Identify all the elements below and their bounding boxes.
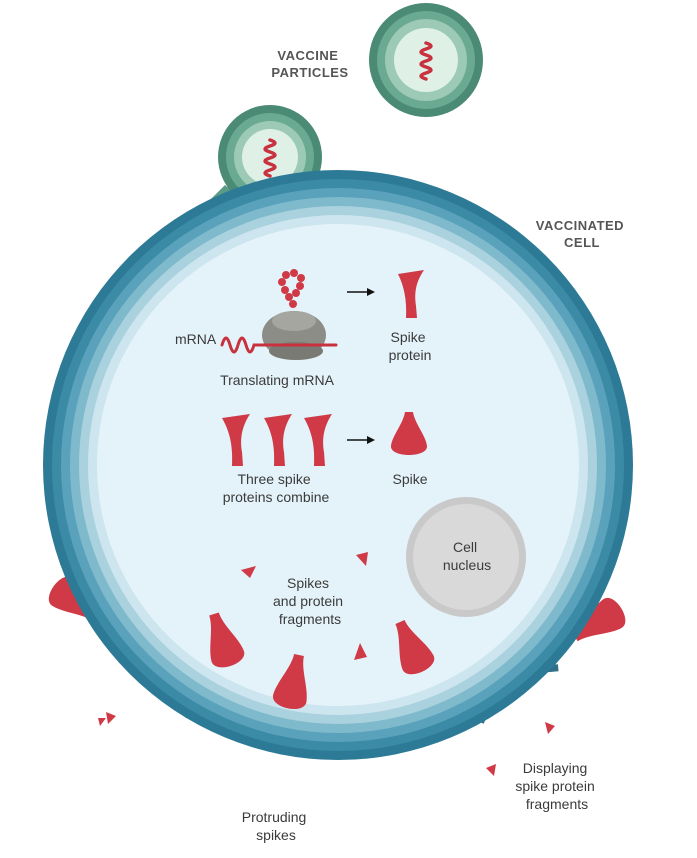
displaying-fragments-label: Displaying spike protein fragments (515, 760, 598, 812)
ribosome (262, 311, 326, 360)
arrow (347, 288, 375, 296)
vaccine-particle (369, 3, 483, 117)
mrna-label: mRNA (175, 331, 217, 347)
fragment (486, 764, 496, 776)
cytoplasm-spikes (197, 552, 438, 712)
spikes-fragments-label: Spikes and protein fragments (273, 575, 347, 627)
fragment (241, 566, 256, 578)
cell-interior (97, 224, 579, 706)
three-spike-label: Three spike proteins combine (223, 471, 330, 505)
fragment (354, 643, 367, 660)
fragment (98, 718, 106, 726)
spike-icon (390, 412, 428, 455)
cell-nucleus (406, 497, 526, 617)
spike-protein-icon (264, 414, 292, 466)
mrna-strand (220, 336, 338, 354)
vaccine-particles-label: VACCINE PARTICLES (271, 48, 348, 80)
fragment (106, 712, 116, 724)
mhc-receptors (98, 638, 562, 776)
arrow (347, 436, 375, 444)
protruding-spikes-label: Protruding spikes (242, 809, 310, 843)
fragment (545, 722, 555, 734)
vaccinated-cell-label: VACCINATED CELL (536, 218, 628, 250)
spike-protein-label: Spike protein (389, 329, 432, 363)
spike-label: Spike (392, 471, 427, 487)
peptide-chain (278, 269, 305, 308)
spike-protein-icon (304, 414, 332, 466)
three-spike-proteins (222, 414, 332, 466)
fragment (356, 552, 368, 566)
translating-mrna-label: Translating mRNA (220, 372, 335, 388)
spike-protein-icon (398, 270, 424, 318)
spike-protein-icon (222, 414, 250, 466)
vaccinated-cell (43, 170, 633, 760)
cell-nucleus-label: Cell nucleus (443, 539, 491, 573)
